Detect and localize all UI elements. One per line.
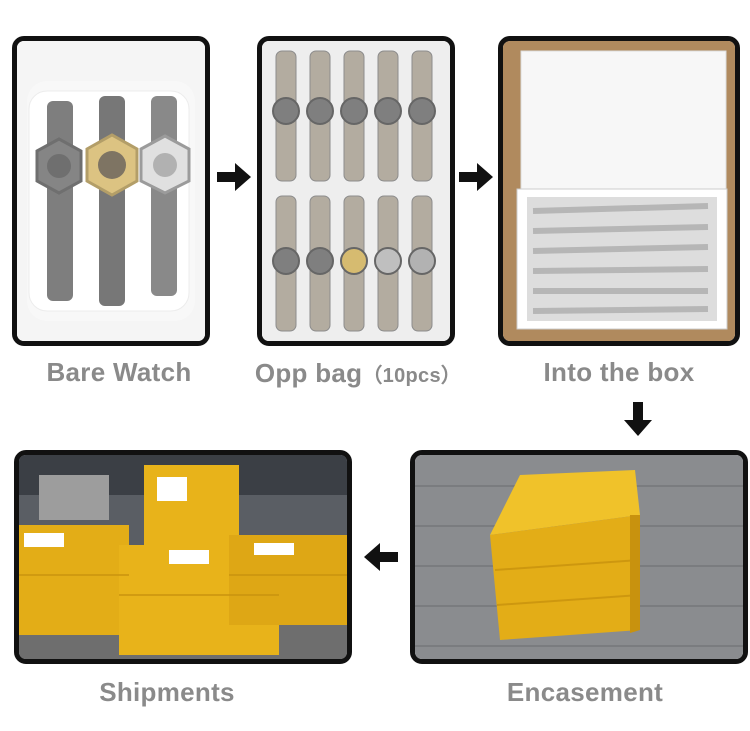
arrow-down-icon <box>624 402 652 436</box>
arrow-right-icon <box>459 163 493 191</box>
bare-watch-image <box>17 41 205 341</box>
encasement-photo <box>410 450 748 664</box>
label-opp-bag: Opp bag（10pcs） <box>243 358 473 389</box>
label-encasement: Encasement <box>470 677 700 708</box>
opp-bag-image <box>262 41 450 341</box>
encasement-text: Encasement <box>506 677 664 707</box>
label-into-box: Into the box <box>510 357 728 388</box>
into-box-photo <box>498 36 740 346</box>
into-box-image <box>503 41 735 341</box>
arrow-right-icon <box>217 163 251 191</box>
encasement-image <box>415 455 743 659</box>
bare-watch-photo <box>12 36 210 346</box>
label-bare-watch: Bare Watch <box>12 357 226 388</box>
bare-watch-text: Bare Watch <box>46 357 192 387</box>
arrow-left-icon <box>364 543 398 571</box>
shipments-image <box>19 455 347 659</box>
opp-bag-photo <box>257 36 455 346</box>
label-shipments: Shipments <box>60 677 274 708</box>
shipments-text: Shipments <box>99 677 235 707</box>
shipments-photo <box>14 450 352 664</box>
into-box-text: Into the box <box>543 357 695 387</box>
opp-bag-qty-text: （10pcs） <box>362 365 462 387</box>
opp-bag-text: Opp bag <box>254 358 363 388</box>
